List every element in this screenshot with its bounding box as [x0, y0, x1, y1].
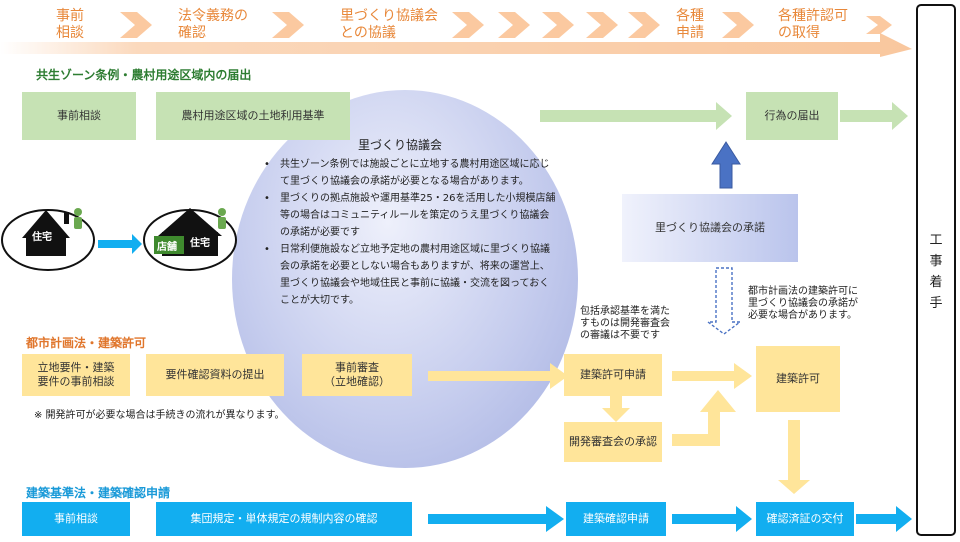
- building-check-label: 集団規定・単体規定の規制内容の確認: [190, 512, 378, 525]
- planning-permit-box: 建築許可: [756, 346, 840, 412]
- stage-arrow-band: [0, 12, 912, 57]
- yellow-arrow-down-committee: [602, 396, 630, 422]
- council-bullet: 共生ゾーン条例では施設ごとに立地する農村用途区域に応じて里づくり協議会の承諾が必…: [262, 156, 558, 190]
- house-after-icon: [143, 208, 237, 271]
- house-before-icon: [1, 208, 95, 271]
- yellow-arrow-to-apply: [428, 363, 568, 389]
- zone-section-title: 共生ゾーン条例・農村用途区域内の届出: [36, 68, 252, 82]
- house-after-home-label: 住宅: [190, 238, 210, 249]
- planning-apply-label: 建築許可申請: [580, 368, 646, 381]
- blue-arrow-to-apply: [428, 506, 564, 532]
- approval-up-arrow: [711, 141, 741, 189]
- stage-applications: 各種 申請: [676, 8, 704, 41]
- planning-footnote: ※ 開発許可が必要な場合は手続きの流れが異なります。: [34, 410, 285, 421]
- planning-section-title: 都市計画法・建築許可: [26, 336, 147, 350]
- inclusive-note: 包括承認基準を満た すものは開発審査会 の審議は不要です: [580, 306, 670, 341]
- blue-arrow-to-issue: [672, 506, 752, 532]
- building-issue-box: 確認済証の交付: [756, 502, 854, 536]
- planning-review-box: 事前審査 （立地確認）: [302, 354, 412, 396]
- zone-consult-box: 事前相談: [22, 92, 136, 140]
- zone-standard-box: 農村用途区域の土地利用基準: [156, 92, 350, 140]
- zone-standard-label: 農村用途区域の土地利用基準: [181, 109, 325, 122]
- building-issue-label: 確認済証の交付: [766, 512, 844, 525]
- construction-start-label: 工 事 着 手: [929, 233, 943, 311]
- council-bullet: 里づくりの拠点施設や運用基準25・26を活用した小規模店舗等の場合はコミュニティ…: [262, 190, 558, 241]
- chevrons: [120, 12, 892, 38]
- blue-arrow-to-start: [856, 506, 912, 532]
- planning-apply-box: 建築許可申請: [564, 354, 662, 396]
- planning-review-label: 事前審査 （立地確認）: [324, 361, 390, 388]
- yellow-arrow-to-permit: [672, 363, 752, 389]
- building-apply-box: 建築確認申請: [566, 502, 666, 536]
- council-bullets: 共生ゾーン条例では施設ごとに立地する農村用途区域に応じて里づくり協議会の承諾が必…: [262, 156, 558, 309]
- planning-req1-box: 立地要件・建築 要件の事前相談: [22, 354, 130, 396]
- building-section-title: 建築基準法・建築確認申請: [26, 486, 171, 500]
- house-transition-arrow: [98, 234, 142, 254]
- stage-council-talk: 里づくり協議会 との協議: [340, 8, 438, 41]
- stage-law-check: 法令義務の 確認: [178, 8, 248, 41]
- yellow-elbow-arrow: [672, 390, 736, 446]
- dotted-down-arrow: [705, 267, 743, 335]
- council-title: 里づくり協議会: [357, 138, 442, 152]
- green-arrow-to-start: [840, 102, 908, 130]
- building-consult-box: 事前相談: [22, 502, 130, 536]
- building-check-box: 集団規定・単体規定の規制内容の確認: [156, 502, 412, 536]
- planning-req1-label: 立地要件・建築 要件の事前相談: [37, 361, 115, 388]
- notification-box: 行為の届出: [746, 92, 838, 140]
- planning-req2-label: 要件確認資料の提出: [165, 368, 265, 381]
- house-before-label: 住宅: [32, 232, 52, 243]
- planning-committee-box: 開発審査会の承認: [564, 422, 662, 462]
- council-approval-box: 里づくり協議会の承諾: [622, 194, 798, 262]
- building-consult-label: 事前相談: [54, 512, 98, 525]
- planning-committee-label: 開発審査会の承認: [569, 435, 657, 448]
- band-base-arrow: [0, 33, 912, 57]
- stage-prior-consult: 事前 相談: [56, 8, 84, 41]
- planning-req2-box: 要件確認資料の提出: [146, 354, 284, 396]
- yellow-arrow-down-issue: [778, 420, 810, 494]
- city-plan-note: 都市計画法の建築許可に 里づくり協議会の承諾が 必要な場合があります。: [748, 286, 858, 321]
- building-apply-label: 建築確認申請: [583, 512, 649, 525]
- house-after-shop-label: 店舗: [157, 242, 177, 253]
- stage-permits: 各種許認可 の取得: [778, 8, 848, 41]
- construction-start-box: [916, 4, 956, 536]
- council-bullet: 日常利便施設など立地予定地の農村用途区域に里づくり協議会の承諾を必要としない場合…: [262, 241, 558, 309]
- council-approval-label: 里づくり協議会の承諾: [655, 221, 765, 234]
- zone-consult-label: 事前相談: [57, 109, 101, 122]
- notification-label: 行為の届出: [764, 109, 820, 122]
- planning-permit-label: 建築許可: [776, 372, 820, 385]
- green-arrow-to-notification: [540, 102, 732, 130]
